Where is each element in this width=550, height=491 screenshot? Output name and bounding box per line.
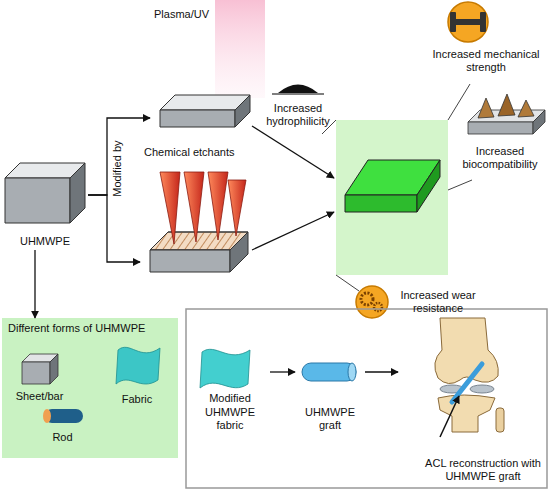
node-text: Plasma/UV (154, 8, 209, 21)
process-arrow (252, 126, 334, 178)
knee-illustration (435, 318, 504, 432)
application-panel (186, 309, 547, 488)
node-text: Fabric (122, 393, 153, 406)
node-text: UHMWPE (20, 235, 70, 248)
node-text: UHMWPE graft (295, 406, 365, 432)
step-item: Modified UHMWPE fabric (190, 340, 270, 432)
dumbbell-icon (448, 2, 488, 42)
process-slab: Chemical etchants (140, 143, 252, 280)
connector-arrow (88, 195, 140, 262)
plasma-slab (160, 95, 250, 127)
rod-icon (43, 409, 83, 423)
cell-slab-icon (468, 94, 545, 134)
node-text: ACL reconstruction with UHMWPE graft (422, 457, 544, 483)
process-arrow (252, 212, 334, 250)
node-text: Different forms of UHMWPE (8, 322, 145, 335)
property-label: Increased wear resistance (392, 286, 484, 318)
node-text: Increased wear resistance (394, 289, 482, 315)
etched-slab (150, 232, 248, 272)
plasma-beam (215, 0, 265, 98)
node-text: Increased biocompatibility (454, 145, 546, 171)
uhmwpe-slab (5, 163, 85, 223)
gear-icon (356, 286, 388, 318)
modified-fabric-icon (200, 349, 250, 388)
arrow-label: Modified by (111, 129, 124, 209)
modified-slab (345, 160, 440, 212)
result-panel (336, 120, 448, 275)
node-text: Sheet/bar (16, 390, 64, 403)
graft-icon (302, 363, 356, 381)
property-label: Increased mechanical strength (425, 45, 547, 77)
property-label: Increased biocompatibility (452, 143, 548, 173)
node-text: Rod (52, 431, 72, 444)
forms-panel: Different forms of UHMWPE Sheet/bar Fabric… (2, 318, 178, 458)
result-item: ACL reconstruction with UHMWPE graft (398, 315, 548, 486)
fabric-icon (116, 347, 160, 384)
sheet-icon (22, 354, 58, 384)
node-text: Increased mechanical strength (427, 48, 545, 74)
process-slab: Plasma/UV (150, 5, 252, 135)
property-lines (322, 84, 472, 291)
step-item: UHMWPE graft (295, 340, 365, 432)
connector-arrow (365, 371, 398, 372)
node-text: Increased hydrophilicity (262, 102, 334, 128)
leader-arrow (440, 396, 459, 437)
etchant-cones (160, 172, 246, 244)
form-item: Fabric (102, 340, 172, 406)
forms-panel (2, 318, 178, 458)
water-drop-icon (272, 85, 324, 95)
node-text: Modified UHMWPE fabric (190, 392, 270, 432)
property-label: Increased hydrophilicity (262, 100, 334, 130)
form-item: Rod (30, 404, 95, 446)
node-text: Chemical etchants (144, 146, 235, 159)
form-item: Sheet/bar (7, 348, 72, 403)
connector-arrow (34, 250, 35, 318)
material-slab: UHMWPE (2, 158, 88, 250)
connector-arrow (270, 371, 295, 372)
